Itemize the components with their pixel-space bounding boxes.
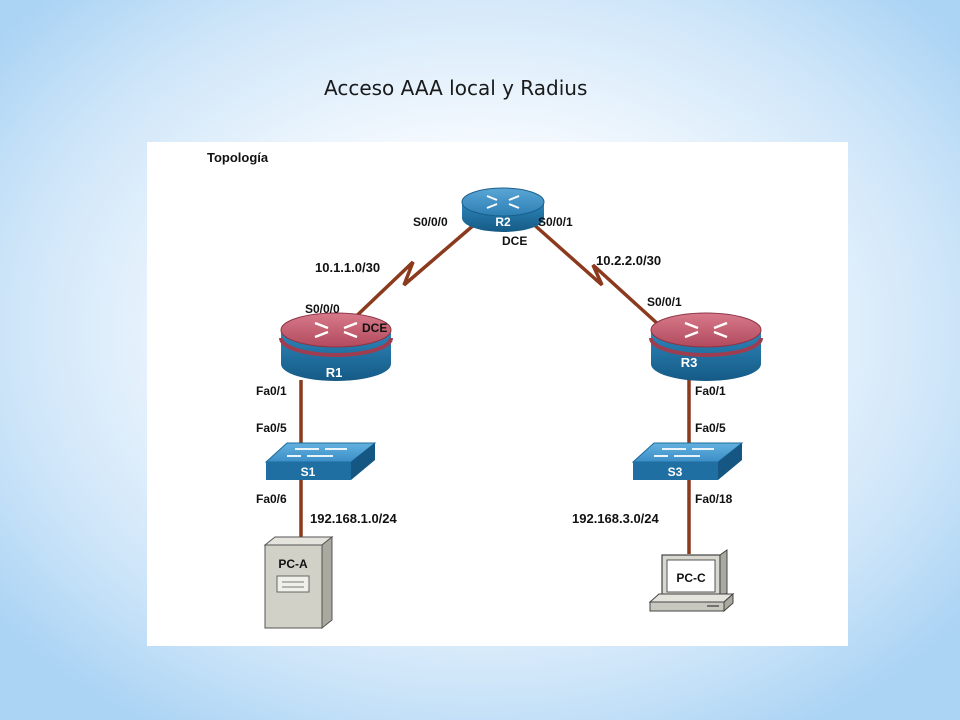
topology-heading: Topología bbox=[207, 150, 269, 165]
link-r2-r3 bbox=[529, 220, 661, 327]
network-10-2-2: 10.2.2.0/30 bbox=[596, 253, 661, 268]
pc-a-icon[interactable]: PC-A bbox=[263, 535, 334, 630]
switch-s3-icon[interactable]: S3 bbox=[631, 442, 744, 480]
r1-dce-label: DCE bbox=[362, 321, 387, 335]
r2-port-s001: S0/0/1 bbox=[538, 215, 573, 229]
router-r2-label: R2 bbox=[495, 215, 511, 229]
network-10-1-1: 10.1.1.0/30 bbox=[315, 260, 380, 275]
router-r2-icon[interactable]: R2 bbox=[461, 187, 545, 232]
s3-port-fa05: Fa0/5 bbox=[695, 421, 726, 435]
router-r3-label: R3 bbox=[681, 355, 698, 370]
r1-port-s000: S0/0/0 bbox=[305, 302, 340, 316]
slide-title: Acceso AAA local y Radius bbox=[324, 76, 588, 100]
router-r1-icon[interactable]: R1 bbox=[279, 312, 393, 381]
r2-dce-label: DCE bbox=[502, 234, 527, 248]
router-r3-icon[interactable]: R3 bbox=[649, 312, 763, 381]
switch-s3-label: S3 bbox=[668, 465, 683, 479]
topology-svg: Topología R2 R1 bbox=[207, 150, 763, 630]
r2-port-s000: S0/0/0 bbox=[413, 215, 448, 229]
s3-port-fa018: Fa0/18 bbox=[695, 492, 733, 506]
s1-port-fa05: Fa0/5 bbox=[256, 421, 287, 435]
r3-port-s001: S0/0/1 bbox=[647, 295, 682, 309]
switch-s1-label: S1 bbox=[301, 465, 316, 479]
pc-c-label: PC-C bbox=[676, 571, 706, 585]
pc-c-icon[interactable]: PC-C bbox=[648, 549, 735, 613]
r1-port-fa01: Fa0/1 bbox=[256, 384, 287, 398]
network-192-168-1: 192.168.1.0/24 bbox=[310, 511, 398, 526]
link-r1-r2 bbox=[345, 222, 477, 327]
pc-a-label: PC-A bbox=[278, 557, 308, 571]
topology-diagram: Topología R2 R1 bbox=[147, 142, 848, 646]
r3-port-fa01: Fa0/1 bbox=[695, 384, 726, 398]
s1-port-fa06: Fa0/6 bbox=[256, 492, 287, 506]
switch-s1-icon[interactable]: S1 bbox=[264, 442, 377, 480]
router-r1-label: R1 bbox=[326, 365, 343, 380]
network-192-168-3: 192.168.3.0/24 bbox=[572, 511, 660, 526]
